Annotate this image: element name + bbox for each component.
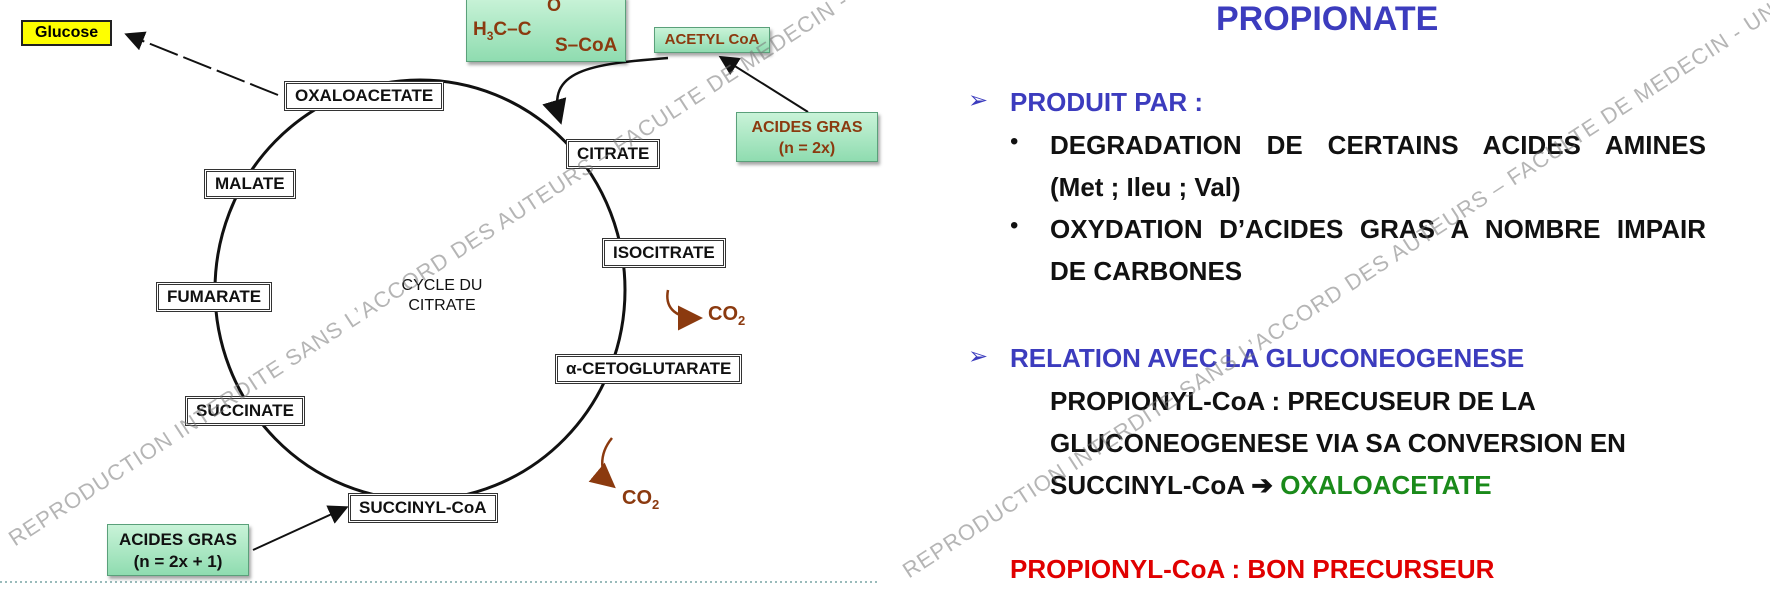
- acetyl-coa-box: ACETYL CoA: [654, 27, 770, 53]
- relation-line2: GLUCONEOGENESE VIA SA CONVERSION EN: [1050, 428, 1626, 458]
- bullet-dot-2: •: [1010, 212, 1019, 239]
- node-succinyl-coa: SUCCINYL-CoA: [348, 493, 498, 523]
- footer-text: PROPIONYL-CoA : BON PRECURSEUR: [1010, 554, 1495, 584]
- formula-h3c: H3C–C: [473, 19, 532, 43]
- bullet-dot-1: •: [1010, 128, 1019, 155]
- bullet2-line1: OXYDATION D’ACIDES GRAS A NOMBRE IMPAIR: [1050, 214, 1706, 244]
- formula-s: S–CoA: [555, 35, 618, 56]
- formula-box: O H3C–C S–CoA: [466, 0, 626, 62]
- section1-arrow-icon: ➢: [968, 87, 989, 114]
- relation-succinyl: SUCCINYL-CoA: [1050, 470, 1252, 500]
- fa-top-arrow: [718, 55, 809, 113]
- node-cetoglutarate: α-CETOGLUTARATE: [555, 354, 743, 384]
- node-isocitrate: ISOCITRATE: [602, 238, 726, 268]
- glucose-arrow: [124, 31, 279, 96]
- slide-title: PROPIONATE: [1216, 0, 1439, 38]
- relation-arrow-icon: ➔: [1251, 470, 1274, 500]
- acides-gras-bottom-line2: (n = 2x + 1): [133, 552, 223, 571]
- node-citrate: CITRATE: [566, 139, 661, 169]
- section1-heading: PRODUIT PAR :: [1010, 87, 1204, 117]
- co2-arrow-1: [666, 289, 703, 331]
- formula-o: O: [547, 0, 562, 15]
- co2-label-1: CO2: [708, 303, 746, 328]
- acides-gras-top-line1: ACIDES GRAS: [751, 119, 863, 136]
- co2-label-2: CO2: [622, 487, 660, 512]
- node-fumarate: FUMARATE: [156, 282, 273, 312]
- bullet1-line2: (Met ; Ileu ; Val): [1050, 172, 1241, 202]
- acides-gras-bottom-box: ACIDES GRAS (n = 2x + 1): [107, 524, 249, 576]
- acides-gras-top-box: ACIDES GRAS (n = 2x): [736, 112, 878, 162]
- bullet1-line1: DEGRADATION DE CERTAINS ACIDES AMINES: [1050, 130, 1706, 160]
- cycle-label-line1: CYCLE DU: [401, 277, 483, 294]
- bullet2-line2: DE CARBONES: [1050, 256, 1243, 286]
- acides-gras-bottom-line1: ACIDES GRAS: [118, 530, 238, 549]
- relation-line3: SUCCINYL-CoA ➔ OXALOACETATE: [1050, 464, 1492, 506]
- fa-bottom-arrow: [252, 505, 349, 551]
- section2-arrow-icon: ➢: [968, 343, 989, 370]
- node-oxaloacetate: OXALOACETATE: [284, 81, 445, 111]
- co2-arrow-2: [588, 437, 616, 489]
- node-malate: MALATE: [204, 169, 296, 199]
- cycle-label-line2: CITRATE: [408, 297, 476, 314]
- relation-oxaloacetate: OXALOACETATE: [1273, 470, 1492, 500]
- glucose-box: Glucose: [21, 20, 113, 46]
- cycle-label: CYCLE DU CITRATE: [392, 276, 492, 316]
- section2-heading: RELATION AVEC LA GLUCONEOGENESE: [1010, 343, 1525, 373]
- relation-line1: PROPIONYL-CoA : PRECUSEUR DE LA: [1050, 386, 1536, 416]
- node-succinate: SUCCINATE: [185, 396, 305, 426]
- acides-gras-top-line2: (n = 2x): [778, 140, 836, 157]
- acetyl-arrow: [542, 56, 669, 125]
